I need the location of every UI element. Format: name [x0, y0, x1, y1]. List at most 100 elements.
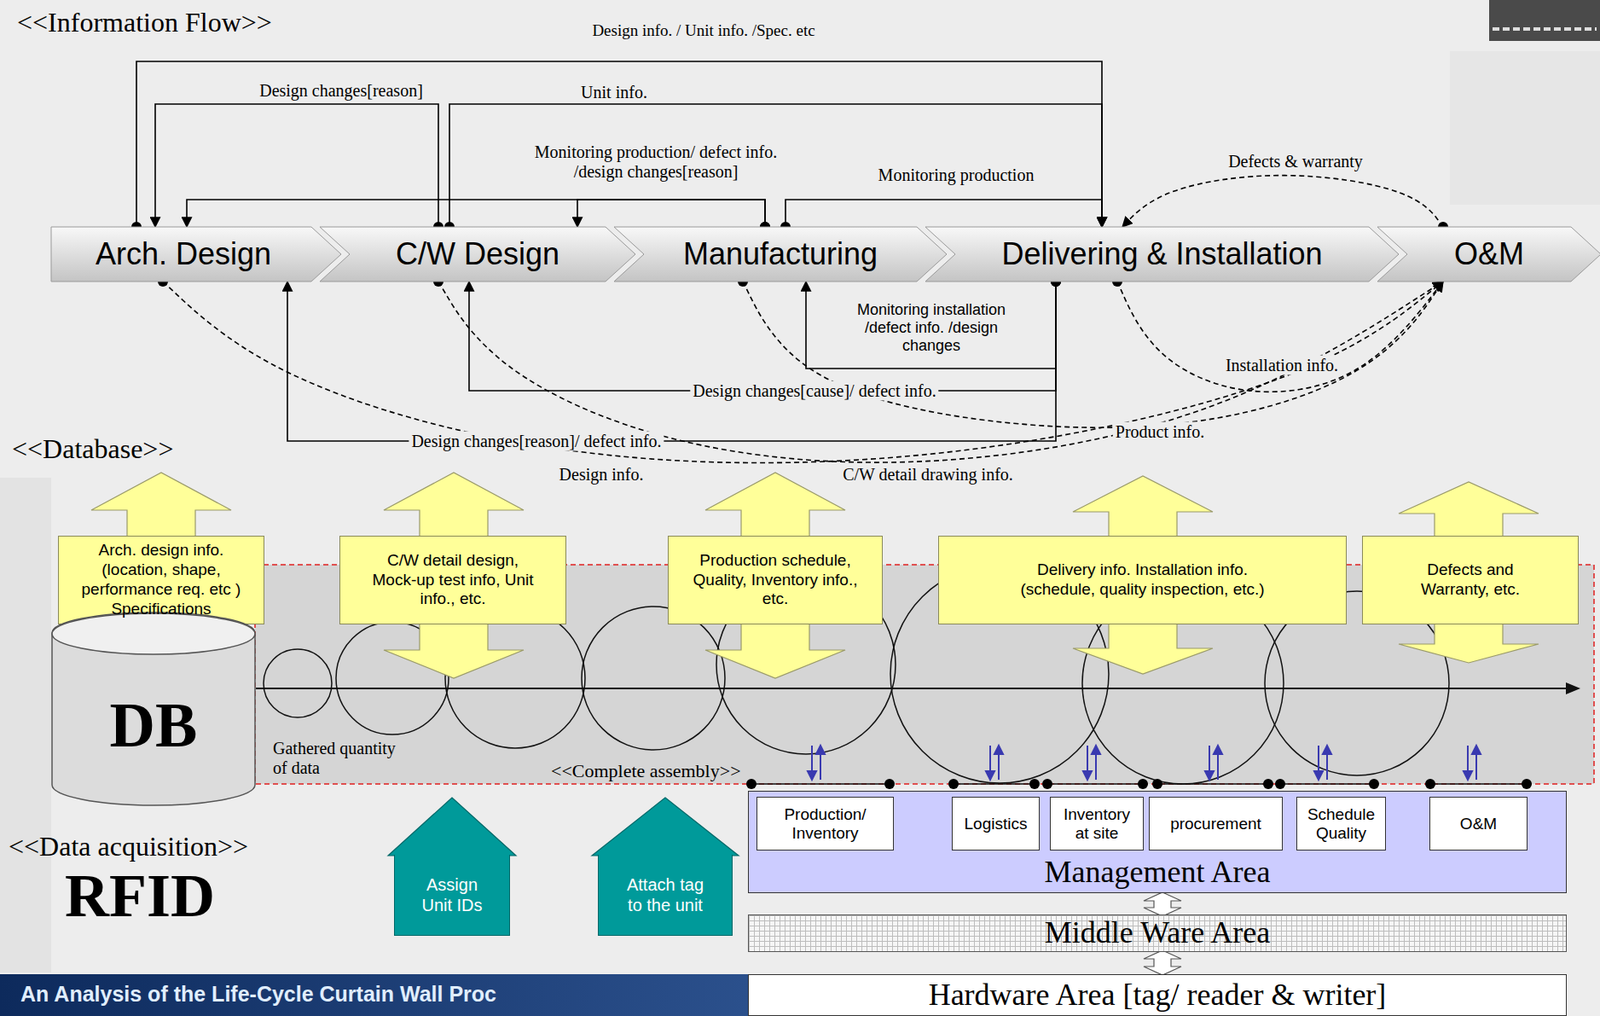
chevron-outline — [1377, 226, 1600, 282]
data-down-arrow — [811, 745, 813, 773]
process-stage-chevron: Delivering & Installation — [925, 226, 1399, 282]
process-stage-chevron: Arch. Design — [51, 226, 342, 282]
database-cylinder: DB — [51, 612, 256, 806]
connector-group — [155, 104, 444, 232]
yellow-block-arrow — [1398, 481, 1539, 543]
management-area-panel: Management Area Production/ Inventory Logi… — [747, 790, 1567, 893]
flow-connector — [785, 199, 1102, 227]
free-label: RFID — [64, 864, 215, 927]
flow-connector — [469, 281, 1056, 391]
node-label: C/W detail design, Mock-up test info, Un… — [367, 550, 539, 609]
node-label: Delivering & Installation — [1001, 237, 1322, 272]
teal-arrowhead — [591, 797, 739, 856]
free-label: <<Data acquisition>> — [8, 830, 249, 863]
rfid-step-arrow: Assign Unit IDs — [394, 854, 511, 936]
connector-label: Installation info. — [1223, 355, 1341, 376]
data-down-arrow — [1463, 771, 1473, 780]
node-label: Arch. design info. (location, shape, per… — [63, 540, 259, 619]
dashed-flow-connector — [1122, 175, 1444, 227]
connector-group — [444, 104, 1102, 232]
data-up-arrow — [1091, 745, 1101, 754]
span-dot — [746, 778, 757, 789]
node-label: Hardware Area [tag/ reader & writer] — [928, 978, 1387, 1013]
teal-arrowhead — [388, 797, 516, 856]
node-label: C/W Design — [395, 237, 560, 272]
free-label: <<Database>> — [11, 433, 174, 465]
flow-connector — [287, 281, 1056, 441]
yellow-block-arrow — [91, 472, 232, 543]
management-module-box: procurement — [1148, 796, 1283, 851]
data-down-arrow — [1208, 745, 1211, 773]
node-label: Production/ Inventory — [770, 805, 882, 843]
layer-double-arrow — [1143, 892, 1182, 916]
connector-label: Product info. — [1113, 422, 1207, 442]
timeline-arrowhead — [1565, 682, 1581, 695]
page-title: An Analysis of the Life-Cycle Curtain Wa… — [20, 981, 497, 1007]
connector-group — [157, 276, 1444, 464]
data-up-arrow — [1475, 753, 1478, 780]
connector-label: Design changes[reason] — [256, 81, 426, 101]
connector-group — [1112, 276, 1444, 392]
chevron-outline — [925, 226, 1399, 282]
node-label: O&M — [1460, 814, 1497, 834]
management-module-box: Schedule Quality — [1296, 796, 1386, 851]
connector-label: Monitoring production/ defect info. /des… — [508, 142, 804, 182]
span-dot — [1368, 778, 1380, 789]
connector-label: Design info. / Unit info. /Spec. etc — [589, 21, 818, 41]
database-info-box: Arch. design info. (location, shape, per… — [57, 535, 265, 625]
flow-connector — [577, 199, 766, 227]
database-info-box: Delivery info. Installation info. (sched… — [938, 535, 1347, 625]
data-growth-circle — [581, 606, 725, 750]
node-label: Schedule Quality — [1302, 805, 1381, 843]
free-label: Gathered quantity of data — [272, 738, 414, 778]
connector-label: Monitoring production — [875, 165, 1038, 186]
connector-group — [805, 276, 1061, 369]
node-label: DB — [110, 693, 198, 757]
connector-label: Design changes[cause]/ defect info. — [689, 381, 939, 401]
dashed-flow-connector — [162, 281, 1444, 464]
module-span-line — [953, 782, 1035, 785]
data-down-arrow — [1083, 771, 1092, 780]
connector-group — [1122, 175, 1449, 232]
building-shade — [0, 477, 52, 973]
data-up-arrow — [997, 753, 1000, 780]
yellow-block-arrow — [383, 617, 524, 679]
cylinder-top — [52, 613, 256, 655]
database-info-box: C/W detail design, Mock-up test info, Un… — [339, 535, 567, 625]
connector-group — [737, 276, 1444, 428]
middleware-layer: Middle Ware Area — [747, 914, 1567, 952]
node-label: Logistics — [964, 814, 1028, 834]
management-module-box: Inventory at site — [1049, 796, 1144, 851]
node-label: Arch. Design — [95, 237, 272, 272]
data-up-arrow — [994, 745, 1003, 754]
process-stage-chevron: C/W Design — [319, 226, 636, 282]
data-growth-circle — [263, 649, 332, 718]
data-down-arrow — [1314, 771, 1323, 780]
data-up-arrow — [1326, 753, 1328, 780]
yellow-block-arrow — [705, 617, 846, 679]
connector-group — [131, 61, 1102, 232]
connector-group — [287, 276, 1061, 441]
data-up-arrow — [819, 753, 822, 780]
yellow-block-arrow — [383, 472, 524, 543]
node-label: O&M — [1454, 237, 1525, 272]
node-label: Middle Ware Area — [1044, 915, 1270, 951]
chevron-outline — [614, 226, 947, 282]
connector-label: Monitoring installation /defect info. /d… — [837, 301, 1027, 355]
chevron-outline — [319, 226, 636, 282]
node-label: Management Area — [1044, 855, 1271, 890]
module-span-line — [1047, 782, 1143, 785]
node-label: Manufacturing — [683, 237, 878, 272]
connector-label: Unit info. — [578, 82, 650, 103]
management-module-box: O&M — [1429, 796, 1528, 851]
building-shade — [1449, 51, 1600, 205]
management-module-box: Logistics — [951, 796, 1040, 851]
span-dot — [1137, 778, 1148, 789]
connector-group — [469, 276, 1061, 391]
data-down-arrow — [1205, 771, 1214, 780]
module-span-line — [1430, 782, 1527, 785]
node-label: Delivery info. Installation info. (sched… — [997, 560, 1288, 600]
flow-connector — [805, 281, 1056, 369]
dashed-flow-connector — [742, 281, 1444, 428]
node-label: Assign Unit IDs — [413, 874, 491, 916]
